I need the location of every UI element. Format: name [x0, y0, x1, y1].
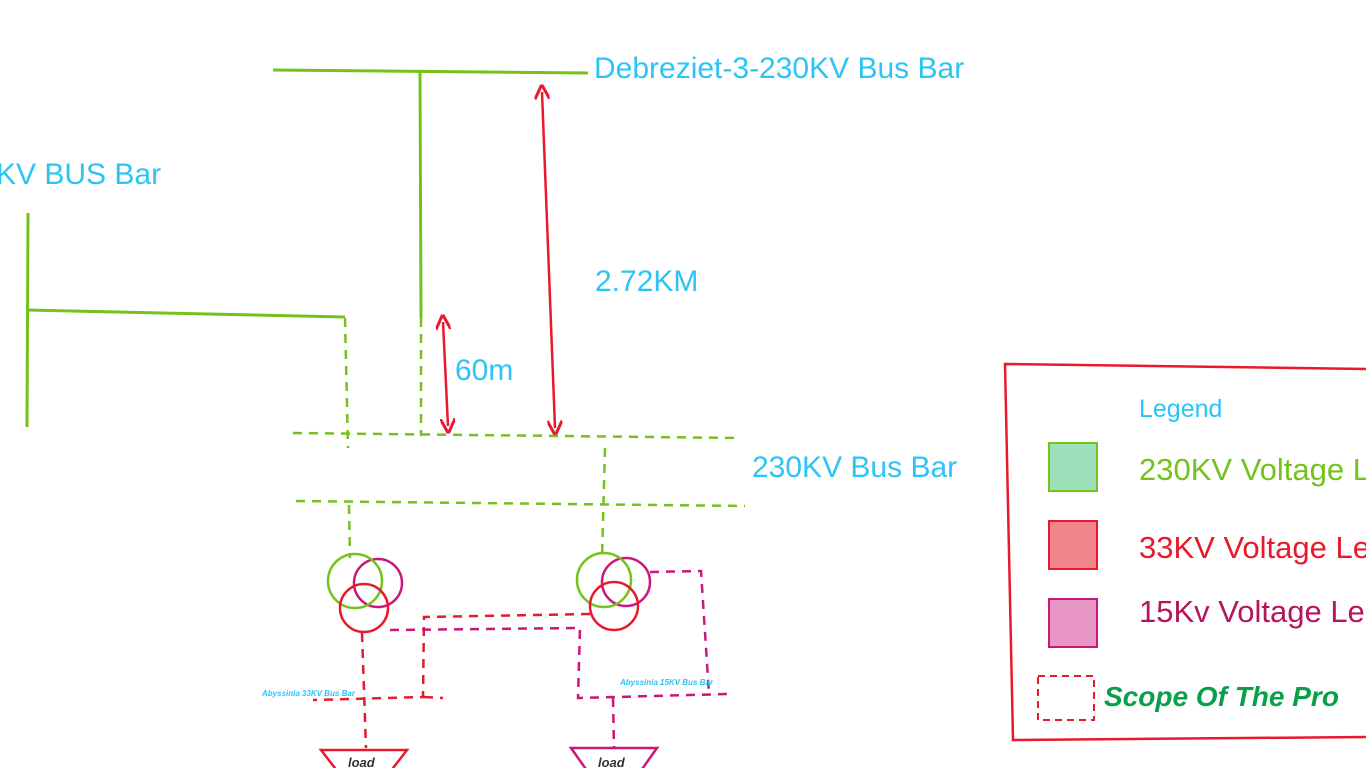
left-feeder-dashed [343, 317, 350, 449]
transformer-2-icon [575, 551, 652, 632]
feeder-line [418, 70, 423, 319]
load-1-label: load [348, 755, 376, 768]
distance-arrow-long [542, 92, 555, 428]
load-2-icon [568, 746, 660, 768]
bus-15-label: Abyssinia 15KV Bus Bar [619, 678, 714, 687]
legend-scope-swatch [1037, 675, 1095, 721]
left-feeder [26, 308, 346, 319]
left-bus-bar [25, 212, 30, 428]
top-bus-label: Debreziet-3-230KV Bus Bar [594, 52, 964, 85]
bus-33-lines [312, 612, 591, 749]
legend-label-230kv: 230KV Voltage L [1139, 452, 1366, 487]
load-2-label: load [598, 755, 626, 768]
distance-arrow-short [443, 322, 448, 426]
bus-33-label: Abyssinia 33KV Bus Bar [261, 689, 356, 698]
transformer-1-icon [326, 552, 404, 634]
legend-swatch-15kv [1048, 598, 1098, 648]
bus-230-b [295, 499, 746, 508]
bus-15-lines [389, 569, 729, 749]
load-1-icon [318, 748, 410, 768]
top-bus-bar [272, 68, 589, 75]
tx1-feed [347, 504, 352, 559]
bus-230-a [292, 431, 741, 440]
tx2-feed [600, 447, 607, 559]
bus-230-label: 230KV Bus Bar [752, 451, 957, 484]
legend-box: Legend 230KV Voltage L 33KV Voltage Le 1… [1003, 362, 1366, 742]
legend-swatch-230kv [1048, 442, 1098, 492]
distance-long-label: 2.72KM [595, 265, 698, 298]
left-bus-label: KV BUS Bar [0, 158, 161, 191]
distance-short-label: 60m [455, 354, 513, 387]
legend-swatch-33kv [1048, 520, 1098, 570]
legend-label-15kv: 15Kv Voltage Le [1139, 594, 1365, 629]
legend-scope-label: Scope Of The Pro [1104, 681, 1339, 712]
legend-title: Legend [1139, 395, 1222, 423]
legend-label-33kv: 33KV Voltage Le [1139, 530, 1366, 565]
